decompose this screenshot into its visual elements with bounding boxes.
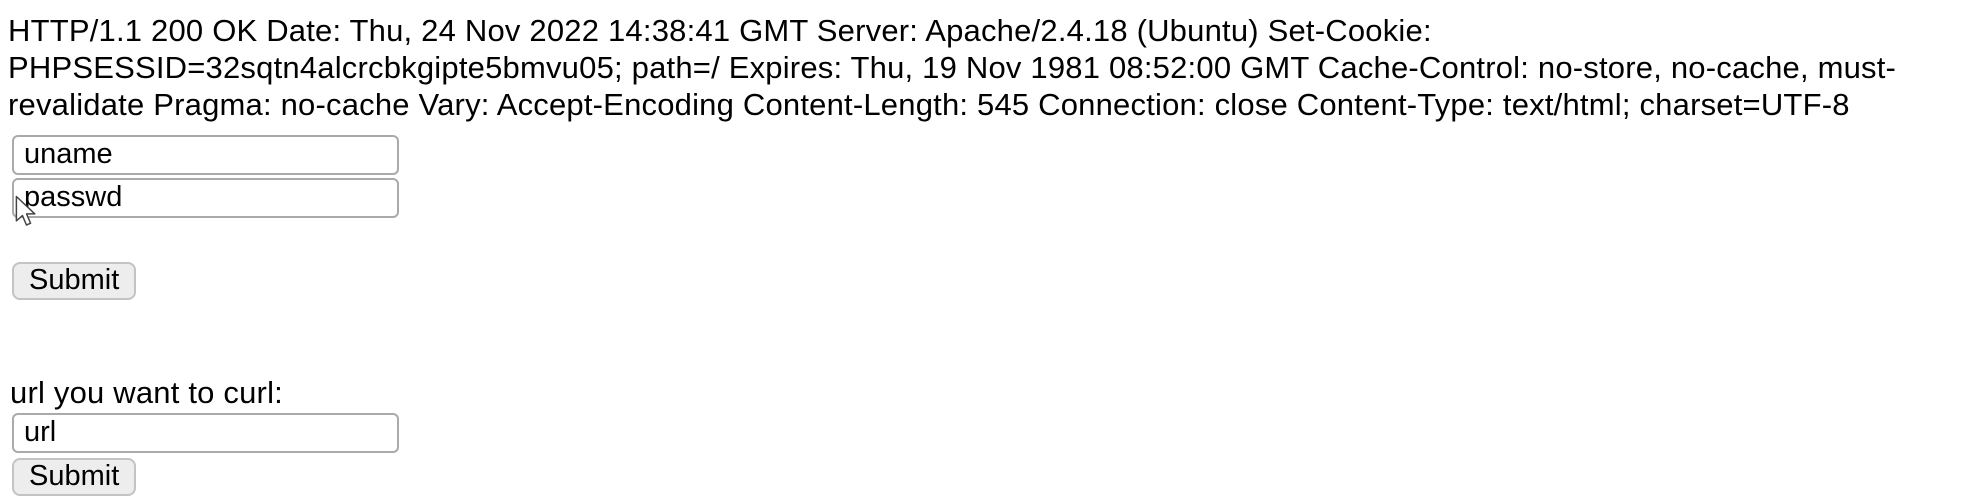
curl-url-input[interactable] — [12, 413, 399, 453]
http-response-headers: HTTP/1.1 200 OK Date: Thu, 24 Nov 2022 1… — [8, 12, 1974, 123]
http-response-line: revalidate Pragma: no-cache Vary: Accept… — [8, 87, 1850, 122]
http-response-line: HTTP/1.1 200 OK Date: Thu, 24 Nov 2022 1… — [8, 13, 1432, 48]
login-form: Submit — [8, 135, 1974, 300]
login-submit-button[interactable]: Submit — [12, 262, 137, 300]
http-response-line: PHPSESSID=32sqtn4alcrcbkgipte5bmvu05; pa… — [8, 50, 1897, 85]
password-input[interactable] — [12, 178, 399, 218]
curl-form: url you want to curl: Submit — [8, 374, 1974, 496]
curl-url-label: url you want to curl: — [10, 375, 283, 410]
username-input[interactable] — [12, 135, 399, 175]
curl-submit-button[interactable]: Submit — [12, 458, 137, 496]
